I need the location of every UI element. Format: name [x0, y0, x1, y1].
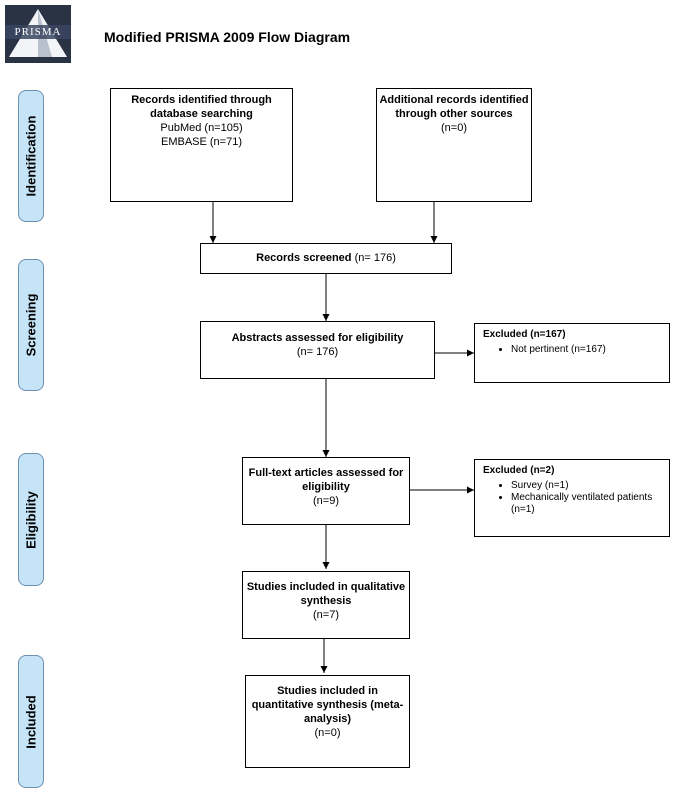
box-excluded-fulltext: Excluded (n=2) Survey (n=1) Mechanically…: [474, 459, 670, 537]
phase-screening: Screening: [18, 259, 44, 391]
excluded-item: Mechanically ventilated patients (n=1): [511, 492, 661, 516]
box-line: EMBASE (n=71): [160, 136, 242, 148]
prisma-logo-graphic: [5, 5, 71, 63]
excluded-item: Not pertinent (n=167): [511, 344, 661, 356]
page-title: Modified PRISMA 2009 Flow Diagram: [104, 29, 351, 45]
excluded-list: Not pertinent (n=167): [483, 344, 661, 356]
phase-eligibility: Eligibility: [18, 453, 44, 586]
box-heading: Full-text articles assessed for eligibil…: [248, 467, 404, 493]
box-count: (n= 176): [296, 346, 339, 358]
box-quantitative-synthesis: Studies included in quantitative synthes…: [245, 675, 410, 768]
box-excluded-abstracts: Excluded (n=167) Not pertinent (n=167): [474, 323, 670, 383]
box-count: (n=7): [313, 609, 339, 621]
phase-identification: Identification: [18, 90, 44, 222]
excluded-list: Survey (n=1) Mechanically ventilated pat…: [483, 480, 661, 516]
excluded-item: Survey (n=1): [511, 480, 661, 492]
box-abstracts-assessed: Abstracts assessed for eligibility (n= 1…: [200, 321, 435, 379]
box-database-search: Records identified through database sear…: [110, 88, 293, 202]
box-heading: Excluded (n=2): [483, 465, 555, 476]
box-line: PubMed (n=105): [160, 122, 243, 134]
box-heading: Additional records identified through ot…: [379, 94, 529, 120]
box-records-screened: Records screened (n= 176): [200, 243, 452, 274]
box-count: (n=0): [314, 727, 341, 739]
box-count: (n=9): [313, 495, 339, 507]
prisma-logo: PRISMA: [5, 5, 71, 63]
box-heading: Studies included in qualitative synthesi…: [246, 581, 406, 607]
phase-included: Included: [18, 655, 44, 788]
box-count: (n= 176): [354, 252, 396, 264]
box-fulltext-assessed: Full-text articles assessed for eligibil…: [242, 457, 410, 525]
logo-text: PRISMA: [14, 26, 62, 38]
box-heading: Abstracts assessed for eligibility: [231, 332, 404, 344]
box-heading: Records screened: [256, 252, 352, 264]
box-heading: Studies included in quantitative synthes…: [251, 685, 404, 725]
box-line: (n=0): [441, 122, 467, 134]
box-heading: Excluded (n=167): [483, 329, 566, 340]
box-heading: Records identified through database sear…: [131, 94, 272, 120]
box-qualitative-synthesis: Studies included in qualitative synthesi…: [242, 571, 410, 639]
box-other-sources: Additional records identified through ot…: [376, 88, 532, 202]
